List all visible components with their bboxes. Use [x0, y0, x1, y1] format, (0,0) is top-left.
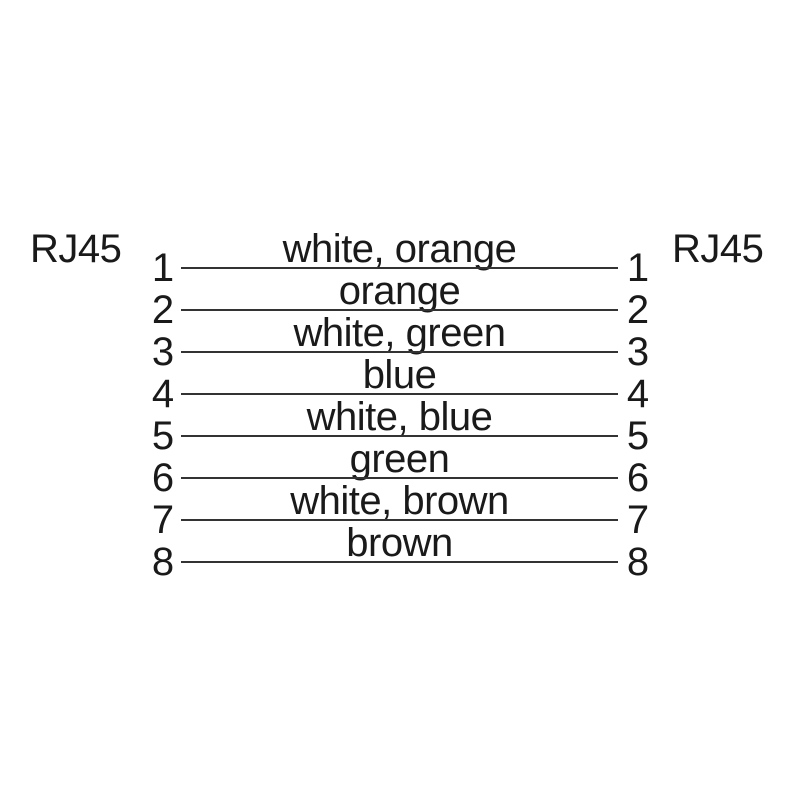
wire-color-label: white, green: [293, 311, 506, 355]
left-pin-number: 3: [151, 330, 175, 374]
left-connector-label: RJ45: [30, 227, 122, 271]
wire-line: [181, 309, 618, 311]
left-pin-number: 2: [151, 288, 175, 332]
right-pin-number: 1: [626, 246, 650, 290]
wire-color-label: white, orange: [282, 227, 517, 271]
wire-color-label: white, blue: [306, 395, 493, 439]
right-pin-number: 2: [626, 288, 650, 332]
wire-color-label: blue: [362, 353, 437, 397]
wire-line: [181, 393, 618, 395]
wire-color-label: brown: [346, 521, 453, 565]
left-pin-number: 6: [151, 456, 175, 500]
wire-line: [181, 351, 618, 353]
right-pin-number: 5: [626, 414, 650, 458]
right-pin-number: 8: [626, 540, 650, 584]
right-pin-number: 3: [626, 330, 650, 374]
wire-line: [181, 561, 618, 563]
left-pin-number: 7: [151, 498, 175, 542]
wire-line: [181, 267, 618, 269]
wire-color-label: white, brown: [290, 479, 509, 523]
left-pin-number: 8: [151, 540, 175, 584]
wire-color-label: green: [349, 437, 450, 481]
wire-line: [181, 477, 618, 479]
wire-line: [181, 435, 618, 437]
left-pin-number: 5: [151, 414, 175, 458]
right-pin-number: 4: [626, 372, 650, 416]
right-pin-number: 6: [626, 456, 650, 500]
wire-color-label: orange: [338, 269, 461, 313]
right-connector-label: RJ45: [672, 227, 764, 271]
left-pin-number: 1: [151, 246, 175, 290]
left-pin-number: 4: [151, 372, 175, 416]
right-pin-number: 7: [626, 498, 650, 542]
wire-line: [181, 519, 618, 521]
